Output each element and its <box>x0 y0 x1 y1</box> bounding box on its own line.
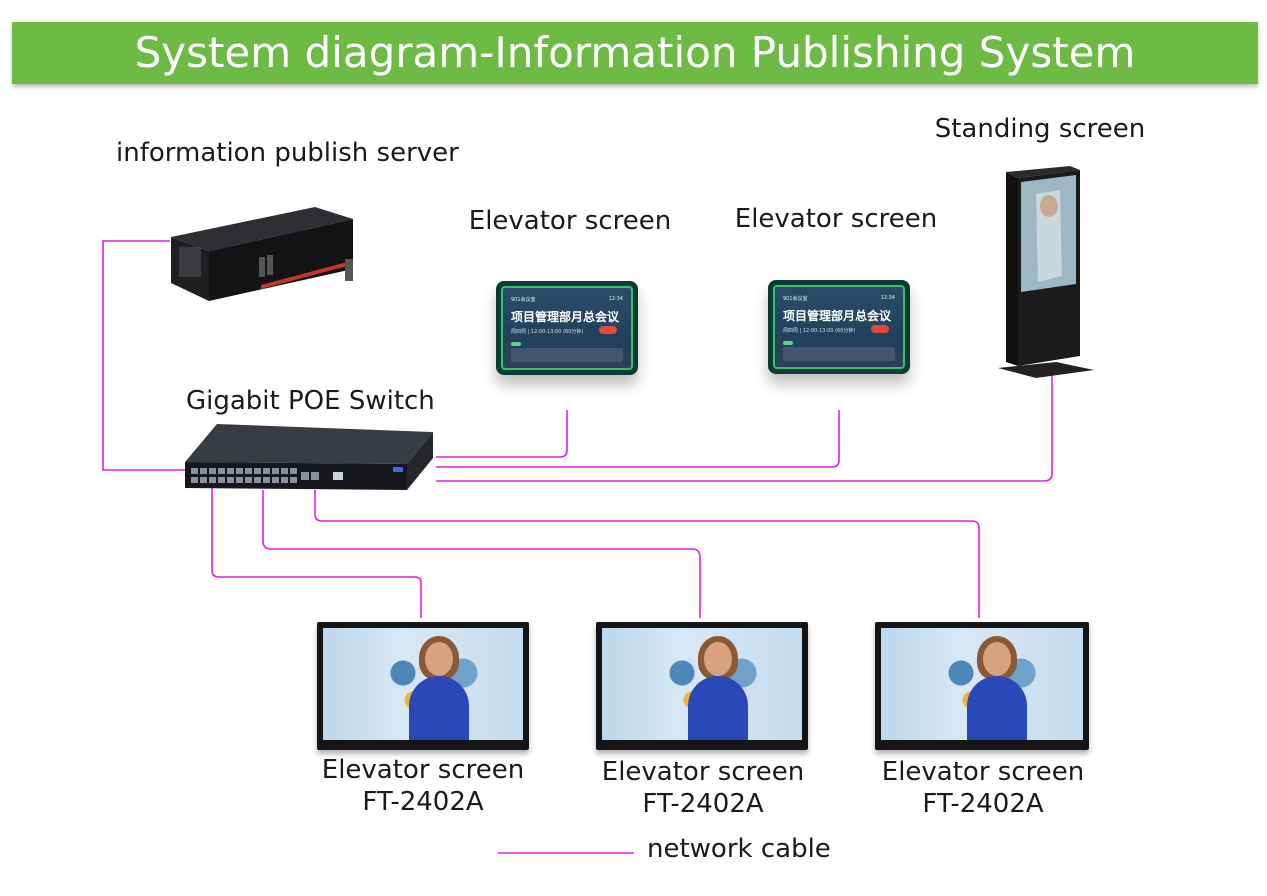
switch-icon <box>183 420 435 492</box>
standing-kiosk-icon <box>996 166 1096 380</box>
bottom-2-name: Elevator screen <box>601 757 805 787</box>
monitor-person-face <box>704 642 732 676</box>
tablet-green-pill <box>783 341 793 345</box>
title-banner: System diagram-Information Publishing Sy… <box>12 22 1258 84</box>
tablet-screen-icon: 901会议室 12:34 项目管理部月总会议 周四周 | 12:00-13:00… <box>768 280 910 374</box>
bottom-3-name: Elevator screen <box>881 757 1085 787</box>
cable-switch-bottom-3 <box>314 490 980 618</box>
wall-monitor-icon <box>596 622 808 750</box>
tablet-room: 901会议室 <box>783 296 808 302</box>
tablet-status-badge <box>599 326 617 334</box>
tablet-time: 12:34 <box>880 295 895 301</box>
tablet-status-badge <box>871 325 889 333</box>
tablet-schedule: 周四周 | 12:00-13:00 (60分钟) <box>783 328 856 334</box>
monitor-person-face <box>425 642 453 676</box>
switch-label: Gigabit POE Switch <box>186 386 435 416</box>
tablet-time: 12:34 <box>608 296 623 302</box>
tablet-room: 901会议室 <box>511 297 536 303</box>
cable-server-switch <box>102 240 186 471</box>
cable-switch-elevator-top-1 <box>436 410 568 458</box>
monitor-person-dress <box>688 676 748 740</box>
tablet-schedule: 周四周 | 12:00-13:00 (60分钟) <box>511 329 584 335</box>
tablet-screen-icon: 901会议室 12:34 项目管理部月总会议 周四周 | 12:00-13:00… <box>496 281 638 375</box>
tablet-bottom-bar <box>511 348 623 362</box>
diagram-title: System diagram-Information Publishing Sy… <box>134 28 1136 77</box>
bottom-1-name: Elevator screen <box>321 755 525 785</box>
monitor-person-face <box>983 642 1011 676</box>
cable-switch-standing <box>436 372 1053 482</box>
wall-monitor-icon <box>317 622 529 750</box>
cable-switch-bottom-2 <box>262 490 701 618</box>
bottom-1-model: FT-2402A <box>362 787 484 817</box>
bottom-3-model: FT-2402A <box>922 789 1044 819</box>
legend-label: network cable <box>647 834 831 864</box>
tablet-meeting: 项目管理部月总会议 <box>511 310 620 324</box>
server-icon <box>165 203 357 303</box>
tablet-green-pill <box>511 342 521 346</box>
bottom-2-model: FT-2402A <box>642 789 764 819</box>
cable-switch-bottom-1 <box>211 485 422 618</box>
cable-switch-elevator-top-2 <box>436 410 840 468</box>
standing-screen-label: Standing screen <box>934 114 1146 144</box>
tablet-bottom-bar <box>783 347 895 361</box>
monitor-person-dress <box>967 676 1027 740</box>
elevator-top-2-label: Elevator screen <box>734 204 938 234</box>
server-label: information publish server <box>116 138 459 168</box>
elevator-top-1-label: Elevator screen <box>468 206 672 236</box>
tablet-meeting: 项目管理部月总会议 <box>783 309 892 323</box>
wall-monitor-icon <box>875 622 1089 750</box>
monitor-person-dress <box>409 676 469 740</box>
